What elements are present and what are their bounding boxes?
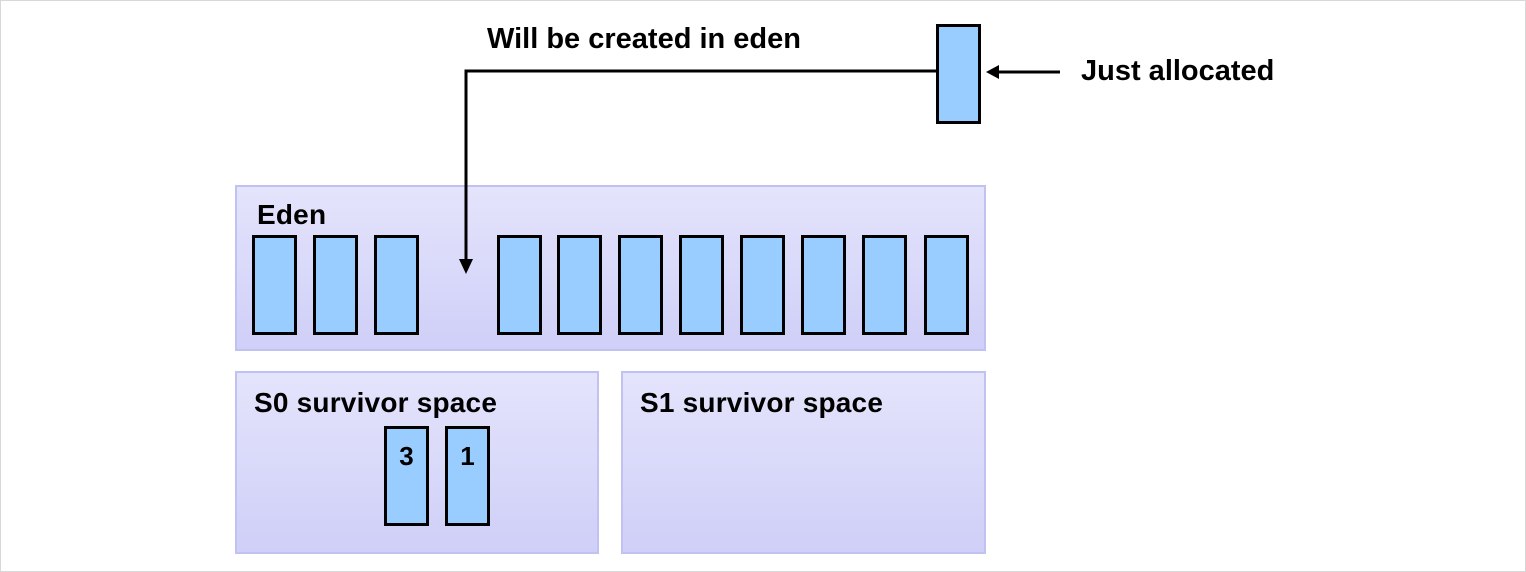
eden-arrow-head xyxy=(459,259,473,274)
eden-object-block xyxy=(252,235,297,335)
eden-object-block xyxy=(313,235,358,335)
allocated-arrow-head xyxy=(986,65,999,79)
eden-object-block xyxy=(862,235,907,335)
arrow-down-icon xyxy=(459,69,936,274)
eden-region: Eden xyxy=(235,185,986,351)
s0-object-block: 1 xyxy=(445,426,490,526)
s0-object-block: 3 xyxy=(384,426,429,526)
eden-object-block xyxy=(801,235,846,335)
eden-object-block xyxy=(740,235,785,335)
s1-survivor-region: S1 survivor space xyxy=(621,371,986,554)
new-object-block xyxy=(936,24,981,124)
eden-object-block xyxy=(374,235,419,335)
created-in-eden-caption: Will be created in eden xyxy=(487,23,801,55)
just-allocated-caption: Just allocated xyxy=(1081,55,1275,87)
object-age-label: 3 xyxy=(399,441,414,471)
eden-connector-line xyxy=(464,69,936,262)
eden-object-block xyxy=(557,235,602,335)
eden-object-block xyxy=(679,235,724,335)
s1-survivor-label: S1 survivor space xyxy=(640,387,884,418)
eden-object-block xyxy=(924,235,969,335)
eden-object-block xyxy=(618,235,663,335)
object-age-label: 1 xyxy=(460,441,475,471)
eden-label: Eden xyxy=(257,199,327,230)
arrow-left-icon xyxy=(986,65,1060,79)
s0-survivor-label: S0 survivor space xyxy=(254,387,498,418)
eden-object-block xyxy=(497,235,542,335)
